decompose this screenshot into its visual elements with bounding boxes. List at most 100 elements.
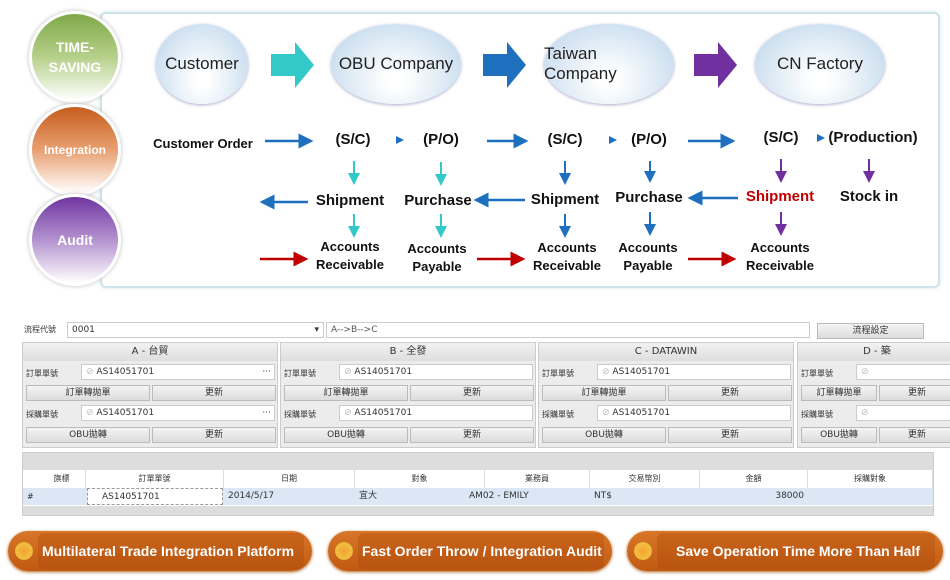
production-label: (Production) xyxy=(828,129,918,146)
update-button[interactable]: 更新 xyxy=(152,427,276,443)
po-label: (P/O) xyxy=(631,131,667,148)
purchase-no-field[interactable]: ⊘ AS14051701 xyxy=(339,405,533,421)
flow-code-select[interactable]: 0001 ▾ xyxy=(67,322,324,338)
col-header[interactable]: 訂單單號 xyxy=(86,470,224,488)
link-icon: ⊘ xyxy=(344,408,355,418)
obu-throw-button[interactable]: OBU拋轉 xyxy=(801,427,877,443)
dropdown-arrow-icon[interactable]: ▾ xyxy=(314,325,319,335)
link-icon: ⊘ xyxy=(602,367,613,377)
purchase-no-field[interactable]: ⊘ AS14051701··· xyxy=(81,405,275,421)
pillar-time-saving: TIME-SAVING xyxy=(29,11,121,103)
order-throw-button[interactable]: 訂單轉拋單 xyxy=(26,385,150,401)
accounts-payable-label: Accounts Payable xyxy=(618,240,678,273)
order-no-label: 訂單單號 xyxy=(284,369,316,378)
more-icon[interactable]: ··· xyxy=(262,367,271,377)
purchase-label: Purchase xyxy=(404,192,472,209)
sc-label: (S/C) xyxy=(763,129,799,146)
big-arrow-blue xyxy=(483,42,526,88)
col-header[interactable]: 業務員 xyxy=(485,470,590,488)
cell-target[interactable]: 宜大 xyxy=(359,491,378,501)
order-no-label: 訂單單號 xyxy=(542,369,574,378)
col-header[interactable]: 交易幣別 xyxy=(590,470,700,488)
col-header[interactable]: 金額 xyxy=(700,470,808,488)
col-header[interactable]: 採購對象 xyxy=(808,470,933,488)
update-button[interactable]: 更新 xyxy=(410,385,534,401)
panel-title: D - 築 xyxy=(798,343,950,361)
order-no-field[interactable]: ⊘ AS14051701··· xyxy=(81,364,275,380)
flow-arrows xyxy=(259,42,875,267)
flow-code-value: 0001 xyxy=(72,325,95,335)
link-icon: ⊘ xyxy=(344,367,355,377)
update-button[interactable]: 更新 xyxy=(410,427,534,443)
purchase-no-label: 採購單號 xyxy=(26,410,58,419)
update-button[interactable]: 更新 xyxy=(879,427,950,443)
banner-save-time: Save Operation Time More Than Half xyxy=(627,531,943,571)
banner-text: Save Operation Time More Than Half xyxy=(657,533,935,569)
update-button[interactable]: 更新 xyxy=(668,427,792,443)
order-throw-button[interactable]: 訂單轉拋單 xyxy=(542,385,666,401)
row-marker: # xyxy=(27,492,34,501)
order-no-value: AS14051701 xyxy=(96,367,155,377)
col-header[interactable]: 旗標 xyxy=(38,470,86,488)
order-throw-button[interactable]: 訂單轉拋單 xyxy=(801,385,877,401)
cell-currency[interactable]: NT$ xyxy=(594,491,612,501)
company-panel: C - DATAWIN 訂單單號 ⊘ AS14051701 訂單轉拋單 更新 採… xyxy=(538,342,794,448)
sc-label: (S/C) xyxy=(547,131,583,148)
cell-sales[interactable]: AM02 - EMILY xyxy=(469,491,529,501)
cell-date[interactable]: 2014/5/17 xyxy=(228,491,275,501)
col-header[interactable]: 對象 xyxy=(355,470,485,488)
more-icon[interactable]: ··· xyxy=(262,408,271,418)
bullet-icon xyxy=(15,542,33,560)
big-arrow-purple xyxy=(694,42,737,88)
bullet-icon xyxy=(634,542,652,560)
obu-throw-button[interactable]: OBU拋轉 xyxy=(26,427,150,443)
order-no-field[interactable]: ⊘ AS14051701 xyxy=(597,364,791,380)
entity-customer: Customer xyxy=(156,24,248,104)
flow-code-label: 流程代號 xyxy=(24,325,56,334)
link-icon: ⊘ xyxy=(602,408,613,418)
order-no-label: 訂單單號 xyxy=(801,369,833,378)
update-button[interactable]: 更新 xyxy=(668,385,792,401)
obu-throw-button[interactable]: OBU拋轉 xyxy=(284,427,408,443)
update-button[interactable]: 更新 xyxy=(879,385,950,401)
entity-taiwan-company: Taiwan Company xyxy=(544,24,674,104)
pillar-label: Integration xyxy=(44,143,106,157)
accounts-receivable-label: Accounts Receivable xyxy=(316,239,384,272)
panel-title: A - 台貿 xyxy=(23,343,277,361)
table-row[interactable] xyxy=(23,488,933,505)
col-header[interactable]: 日期 xyxy=(224,470,355,488)
cell-amount[interactable]: 38000 xyxy=(775,491,804,501)
route-field: A-->B-->C xyxy=(326,322,810,338)
purchase-no-value: AS14051701 xyxy=(96,408,155,418)
banner-platform: Multilateral Trade Integration Platform xyxy=(8,531,312,571)
order-no-label: 訂單單號 xyxy=(26,369,58,378)
purchase-label: Purchase xyxy=(615,189,683,206)
company-panel: D - 築 訂單單號 ⊘ 訂單轉拋單 更新 採購單號 ⊘ OBU拋轉 更新 xyxy=(797,342,950,448)
obu-throw-button[interactable]: OBU拋轉 xyxy=(542,427,666,443)
purchase-no-label: 採購單號 xyxy=(801,410,833,419)
flow-setting-button[interactable]: 流程設定 xyxy=(817,323,924,339)
shipment-label: Shipment xyxy=(315,192,385,209)
panel-title: B - 全發 xyxy=(281,343,535,361)
customer-order-label: Customer Order xyxy=(153,136,253,151)
po-label: (P/O) xyxy=(423,131,459,148)
order-no-field[interactable]: ⊘ xyxy=(856,364,950,380)
order-throw-button[interactable]: 訂單轉拋單 xyxy=(284,385,408,401)
order-no-value: AS14051701 xyxy=(354,367,413,377)
cell-order-no[interactable]: AS14051701 xyxy=(87,488,223,505)
purchase-no-field[interactable]: ⊘ xyxy=(856,405,950,421)
company-panel: B - 全發 訂單單號 ⊘ AS14051701 訂單轉拋單 更新 採購單號 ⊘… xyxy=(280,342,536,448)
accounts-receivable-label: Accounts Receivable xyxy=(533,240,601,273)
banner-text: Multilateral Trade Integration Platform xyxy=(38,533,304,569)
shipment-label: Shipment xyxy=(745,188,815,205)
update-button[interactable]: 更新 xyxy=(152,385,276,401)
purchase-no-field[interactable]: ⊘ AS14051701 xyxy=(597,405,791,421)
sc-label: (S/C) xyxy=(335,131,371,148)
entity-obu-company: OBU Company xyxy=(331,24,461,104)
order-no-field[interactable]: ⊘ AS14051701 xyxy=(339,364,533,380)
purchase-no-label: 採購單號 xyxy=(542,410,574,419)
link-icon: ⊘ xyxy=(861,367,869,377)
bullet-icon xyxy=(335,542,353,560)
banner-text: Fast Order Throw / Integration Audit xyxy=(358,533,604,569)
panel-title: C - DATAWIN xyxy=(539,343,793,361)
